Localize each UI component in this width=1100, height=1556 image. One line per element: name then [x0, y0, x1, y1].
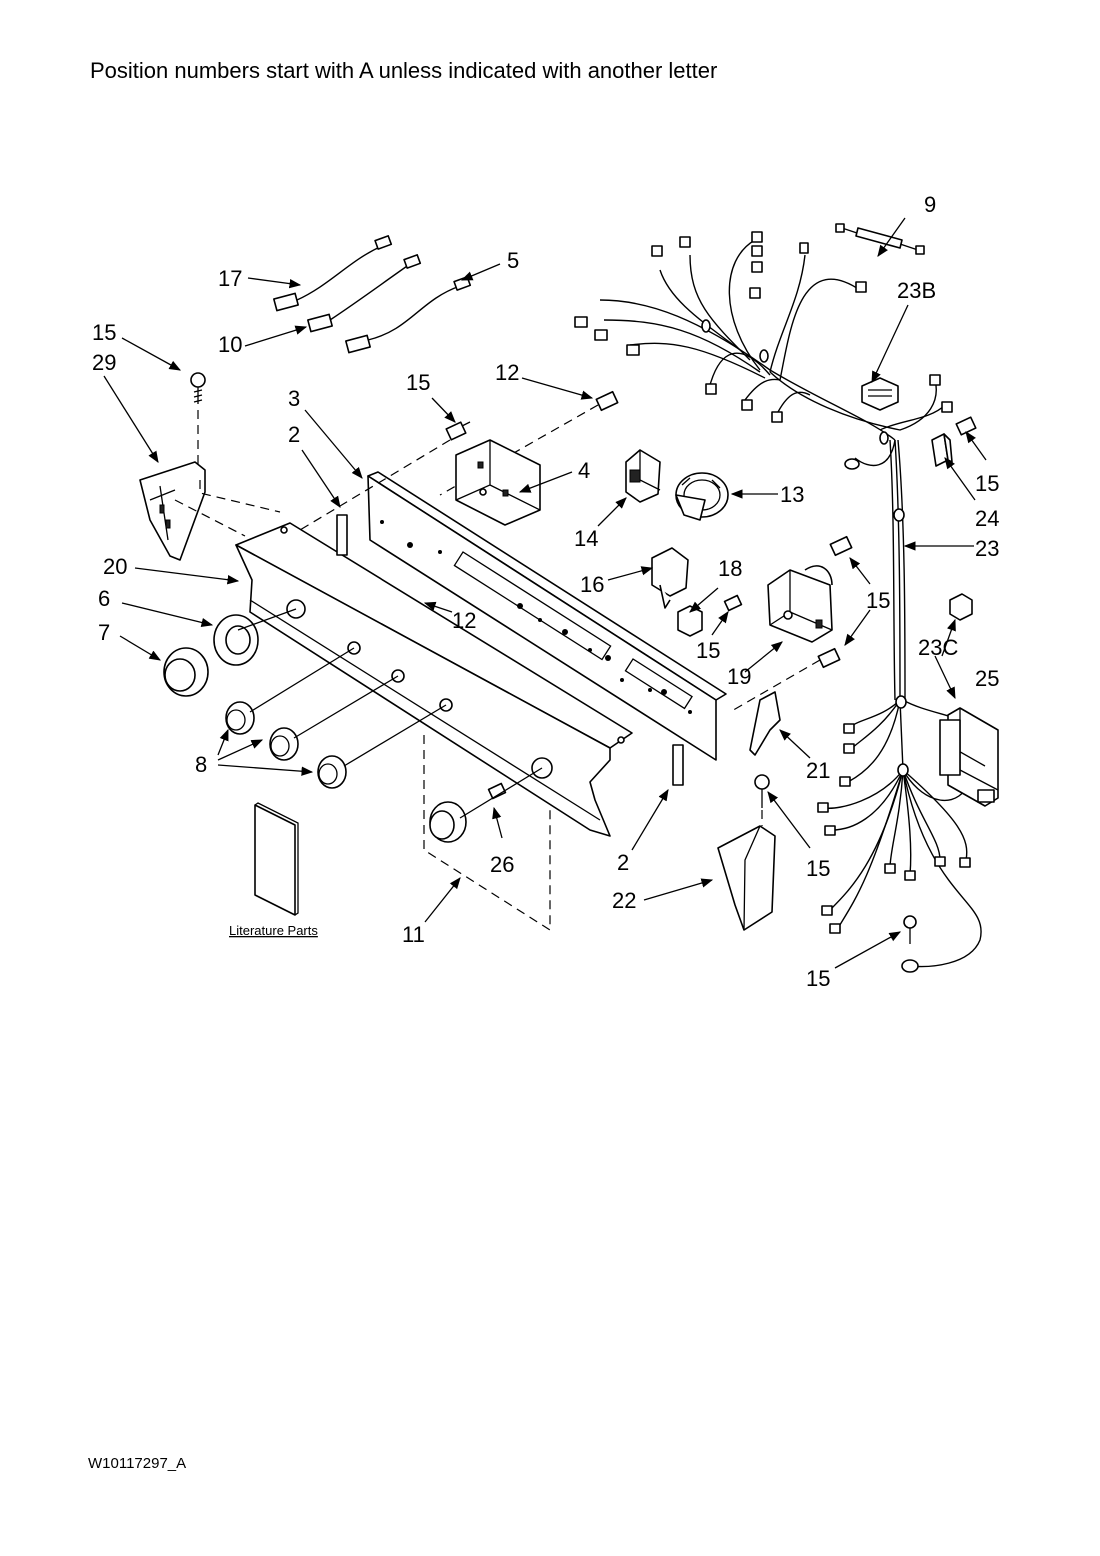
leader-arrows	[103, 217, 987, 969]
connector-23b	[861, 377, 899, 411]
literature-booklet	[254, 802, 299, 916]
literature-parts-label: Literature Parts	[229, 923, 318, 938]
knob-bezel-6	[213, 614, 259, 666]
callout-12-top: 12	[495, 360, 519, 385]
knob-8-middle	[269, 727, 299, 761]
callout-25: 25	[975, 666, 999, 691]
callout-6: 6	[98, 586, 110, 611]
callout-2-top: 2	[288, 422, 300, 447]
callout-15-cover: 15	[806, 856, 830, 881]
callout-13: 13	[780, 482, 804, 507]
wire-harness-23	[574, 231, 982, 973]
callout-22: 22	[612, 888, 636, 913]
screw-12-top	[595, 390, 619, 412]
callout-23c: 23C	[918, 635, 958, 660]
screw-15-panel	[445, 421, 471, 441]
screw-15-cover	[754, 774, 770, 808]
wire-lead-10	[307, 254, 422, 333]
callout-3: 3	[288, 386, 300, 411]
clip-24	[931, 433, 953, 467]
callout-10: 10	[218, 332, 242, 357]
callout-12-middle: 12	[452, 608, 476, 633]
console-panel-20	[235, 522, 633, 837]
rotary-switch-13	[675, 472, 729, 521]
callout-19: 19	[727, 664, 751, 689]
knob-8-bottom	[317, 755, 347, 789]
pin-2-right	[672, 744, 684, 786]
connector-block-23c	[939, 707, 999, 807]
callout-4: 4	[578, 458, 590, 483]
switch-16	[651, 547, 689, 609]
callout-5: 5	[507, 248, 519, 273]
callout-11: 11	[402, 922, 425, 947]
callout-15-clip: 15	[975, 471, 999, 496]
screw-15-switch	[723, 594, 743, 612]
callout-15-panel: 15	[406, 370, 430, 395]
callout-21: 21	[806, 758, 830, 783]
callout-2-bottom: 2	[617, 850, 629, 875]
header-note: Position numbers start with A unless ind…	[90, 58, 718, 83]
document-code: W10117297_A	[88, 1455, 187, 1472]
control-board-4	[455, 439, 541, 526]
switch-18	[677, 605, 703, 637]
knob-kit-11	[429, 767, 543, 843]
knob-7	[163, 647, 209, 697]
wire-lead-17	[273, 235, 393, 312]
screw-15-timer-bottom	[817, 647, 841, 669]
callout-18: 18	[718, 556, 742, 581]
callout-14: 14	[574, 526, 598, 551]
pin-2-left	[336, 514, 348, 556]
bracket-29	[139, 461, 206, 561]
switch-14	[625, 449, 661, 503]
callout-23: 23	[975, 536, 999, 561]
callout-24: 24	[975, 506, 999, 531]
knob-8-top	[225, 701, 255, 735]
fuse-9	[835, 223, 925, 255]
callout-15-top-left: 15	[92, 320, 116, 345]
end-cover-22	[717, 825, 776, 931]
clip-21	[749, 691, 781, 756]
callout-16: 16	[580, 572, 604, 597]
screw-15-top-left	[190, 372, 206, 404]
callout-23b: 23B	[897, 278, 936, 303]
callout-9: 9	[924, 192, 936, 217]
back-plate-3	[367, 471, 727, 761]
timer-19	[767, 565, 833, 643]
callout-8: 8	[195, 752, 207, 777]
callout-20: 20	[103, 554, 127, 579]
callout-26: 26	[490, 852, 514, 877]
clip-25	[949, 593, 973, 621]
callout-15-bottom-right: 15	[806, 966, 830, 991]
callout-17: 17	[218, 266, 242, 291]
callout-29: 29	[92, 350, 116, 375]
screw-15-timer-top	[829, 535, 853, 557]
callout-15-timer: 15	[866, 588, 890, 613]
callout-15-switch: 15	[696, 638, 720, 663]
wire-lead-5	[345, 276, 472, 354]
callout-7: 7	[98, 620, 110, 645]
screw-15-bottom-right	[903, 915, 917, 944]
